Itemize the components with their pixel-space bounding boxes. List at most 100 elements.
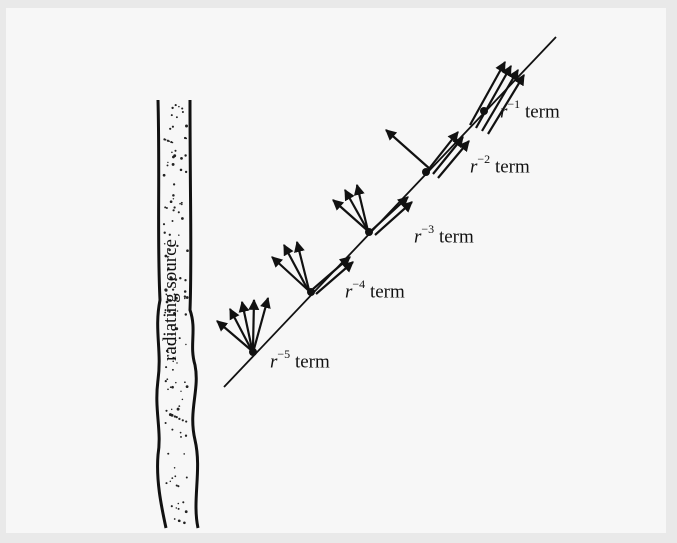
source-grain-dot <box>163 174 166 177</box>
term-label-r2-suffix: term <box>490 156 530 177</box>
source-grain-dot <box>174 518 176 520</box>
source-grain-dot <box>172 126 174 128</box>
source-grain-dot <box>172 369 174 371</box>
source-grain-dot <box>175 382 177 384</box>
source-label: radiating source <box>160 239 182 361</box>
source-grain-dot <box>184 279 186 281</box>
source-grain-dot <box>180 157 183 160</box>
source-grain-dot <box>171 505 173 507</box>
source-grain-dot <box>186 385 189 388</box>
source-grain-dot <box>171 429 173 431</box>
source-grain-dot <box>174 467 176 469</box>
source-grain-dot <box>181 204 183 206</box>
source-grain-dot <box>185 171 187 173</box>
source-right-wall <box>190 100 198 528</box>
source-grain-dot <box>167 162 168 163</box>
source-grain-dot <box>178 418 180 420</box>
source-grain-dot <box>171 477 173 479</box>
source-grain-dot <box>165 482 167 484</box>
source-grain-dot <box>178 106 180 108</box>
term-label-r5: r−5 term <box>270 350 330 371</box>
term-label-r1-exp: −1 <box>507 97 520 111</box>
arrows-r3 <box>333 185 412 235</box>
source-grain-dot <box>176 507 177 508</box>
source-grain-dot <box>165 410 167 412</box>
source-grain-dot <box>178 234 180 236</box>
source-grain-dot <box>165 366 167 368</box>
source-grain-dot <box>184 154 186 156</box>
source-grain-dot <box>184 381 186 383</box>
source-grain-dot <box>179 203 181 205</box>
term-label-r5-suffix: term <box>290 351 330 372</box>
source-grain-dot <box>180 169 183 172</box>
term-label-r4: r−4 term <box>345 280 405 301</box>
source-grain-dot <box>173 206 175 208</box>
term-label-r3: r−3 term <box>414 225 474 246</box>
source-grain-dot <box>172 142 174 144</box>
source-grain-dot <box>185 510 188 513</box>
source-grain-dot <box>184 295 186 297</box>
term-label-r1: r−1 term <box>500 100 560 121</box>
source-grain-dot <box>164 206 166 208</box>
source-grain-dot <box>181 202 183 204</box>
source-grain-dot <box>169 234 171 236</box>
source-grain-dot <box>174 475 176 477</box>
source-grain-dot <box>171 414 174 417</box>
source-grain-dot <box>169 128 171 130</box>
term-label-r3-suffix: term <box>434 226 474 247</box>
source-grain-dot <box>176 362 177 363</box>
source-grain-dot <box>185 138 187 140</box>
source-grain-dot <box>165 139 167 141</box>
source-grain-dot <box>180 391 181 392</box>
source-grain-dot <box>172 220 174 222</box>
term-label-r4-suffix: term <box>365 281 405 302</box>
source-grain-dot <box>163 223 165 225</box>
source-grain-dot <box>168 140 170 142</box>
source-grain-dot <box>170 386 172 388</box>
source-grain-dot <box>182 501 184 503</box>
source-grain-dot <box>172 194 175 197</box>
source-grain-dot <box>179 520 181 522</box>
source-grain-dot <box>165 380 167 382</box>
source-grain-dot <box>173 198 174 199</box>
source-grain-dot <box>185 344 186 345</box>
term-label-r2: r−2 term <box>470 155 530 176</box>
source-grain-dot <box>185 421 187 423</box>
source-grain-dot <box>182 399 184 401</box>
source-grain-dot <box>171 152 173 154</box>
source-grain-dot <box>167 164 169 166</box>
source-grain-dot <box>178 211 180 213</box>
source-grain-dot <box>178 405 180 407</box>
source-grain-dot <box>183 522 186 525</box>
term-label-r5-exp: −5 <box>277 347 290 361</box>
source-grain-dot <box>183 453 185 455</box>
arrows-r4 <box>272 242 353 294</box>
source-grain-dot <box>177 503 179 505</box>
source-grain-dot <box>181 107 183 109</box>
source-grain-dot <box>186 249 189 252</box>
source-grain-dot <box>170 200 173 203</box>
source-grain-dot <box>178 508 180 510</box>
source-grain-dot <box>164 232 166 234</box>
source-grain-dot <box>170 481 171 482</box>
source-grain-dot <box>180 432 182 434</box>
source-grain-dot <box>172 209 174 211</box>
source-grain-dot <box>175 104 177 106</box>
source-grain-dot <box>167 453 169 455</box>
source-grain-dot <box>165 422 167 424</box>
source-grain-dot <box>185 435 187 437</box>
source-grain-dot <box>182 111 184 113</box>
source-grain-dot <box>171 107 173 109</box>
source-grain-dot <box>180 436 182 438</box>
term-label-r3-exp: −3 <box>421 222 434 236</box>
source-grain-dot <box>172 163 175 166</box>
term-label-r1-suffix: term <box>520 101 560 122</box>
source-grain-dot <box>181 217 184 220</box>
source-grain-dot <box>185 313 187 315</box>
arrows-r5 <box>217 298 268 350</box>
source-grain-dot <box>177 408 180 411</box>
source-grain-dot <box>171 386 174 389</box>
source-grain-dot <box>172 156 175 159</box>
